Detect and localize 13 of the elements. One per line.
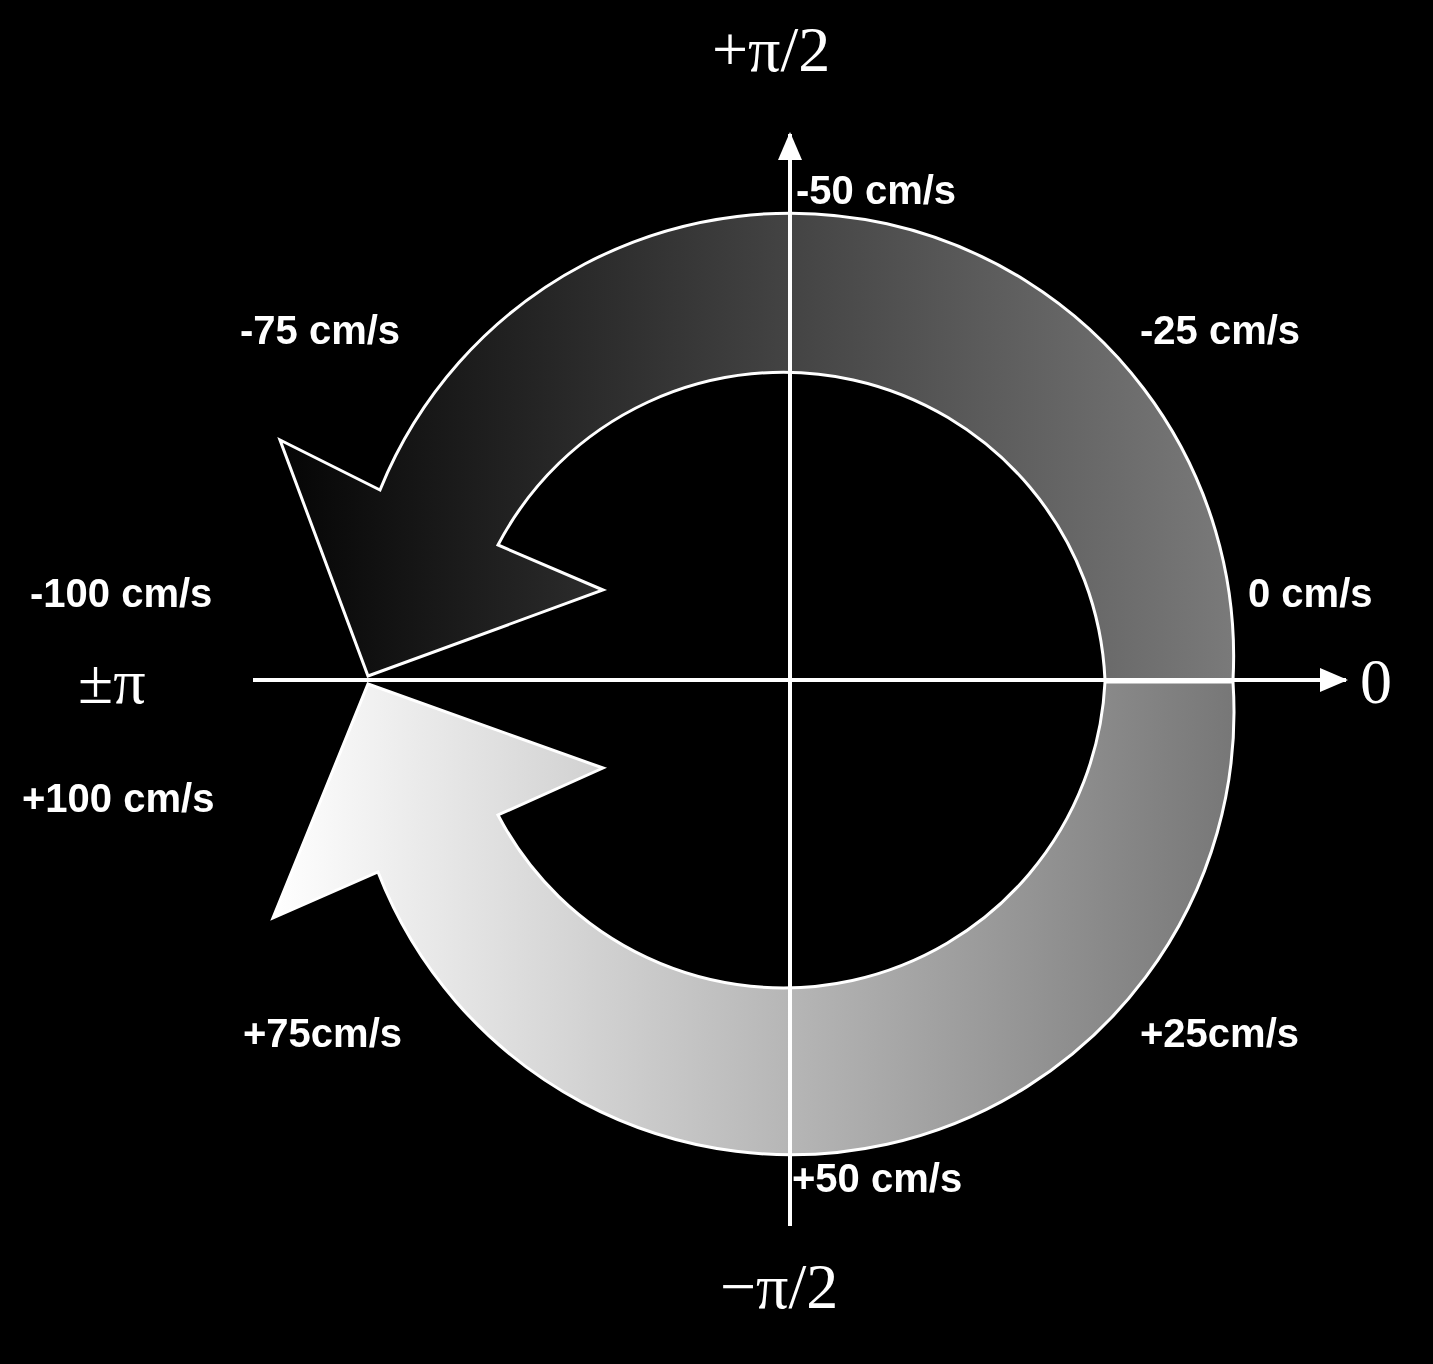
speed-label: +75cm/s <box>243 1013 403 1053</box>
axis-angle-label: +π/2 <box>712 18 831 82</box>
speed-label: 0 cm/s <box>1248 573 1373 613</box>
speed-label: -100 cm/s <box>30 573 213 613</box>
axis-angle-label: ±π <box>78 650 146 714</box>
speed-label: +25cm/s <box>1140 1013 1300 1053</box>
speed-label: -25 cm/s <box>1140 310 1301 350</box>
speed-label: +50 cm/s <box>792 1158 963 1198</box>
speed-label: -75 cm/s <box>240 310 401 350</box>
speed-label: -50 cm/s <box>796 170 957 210</box>
axis-angle-label: −π/2 <box>720 1255 839 1319</box>
speed-label: +100 cm/s <box>22 778 215 818</box>
axis-angle-label: 0 <box>1360 650 1392 714</box>
